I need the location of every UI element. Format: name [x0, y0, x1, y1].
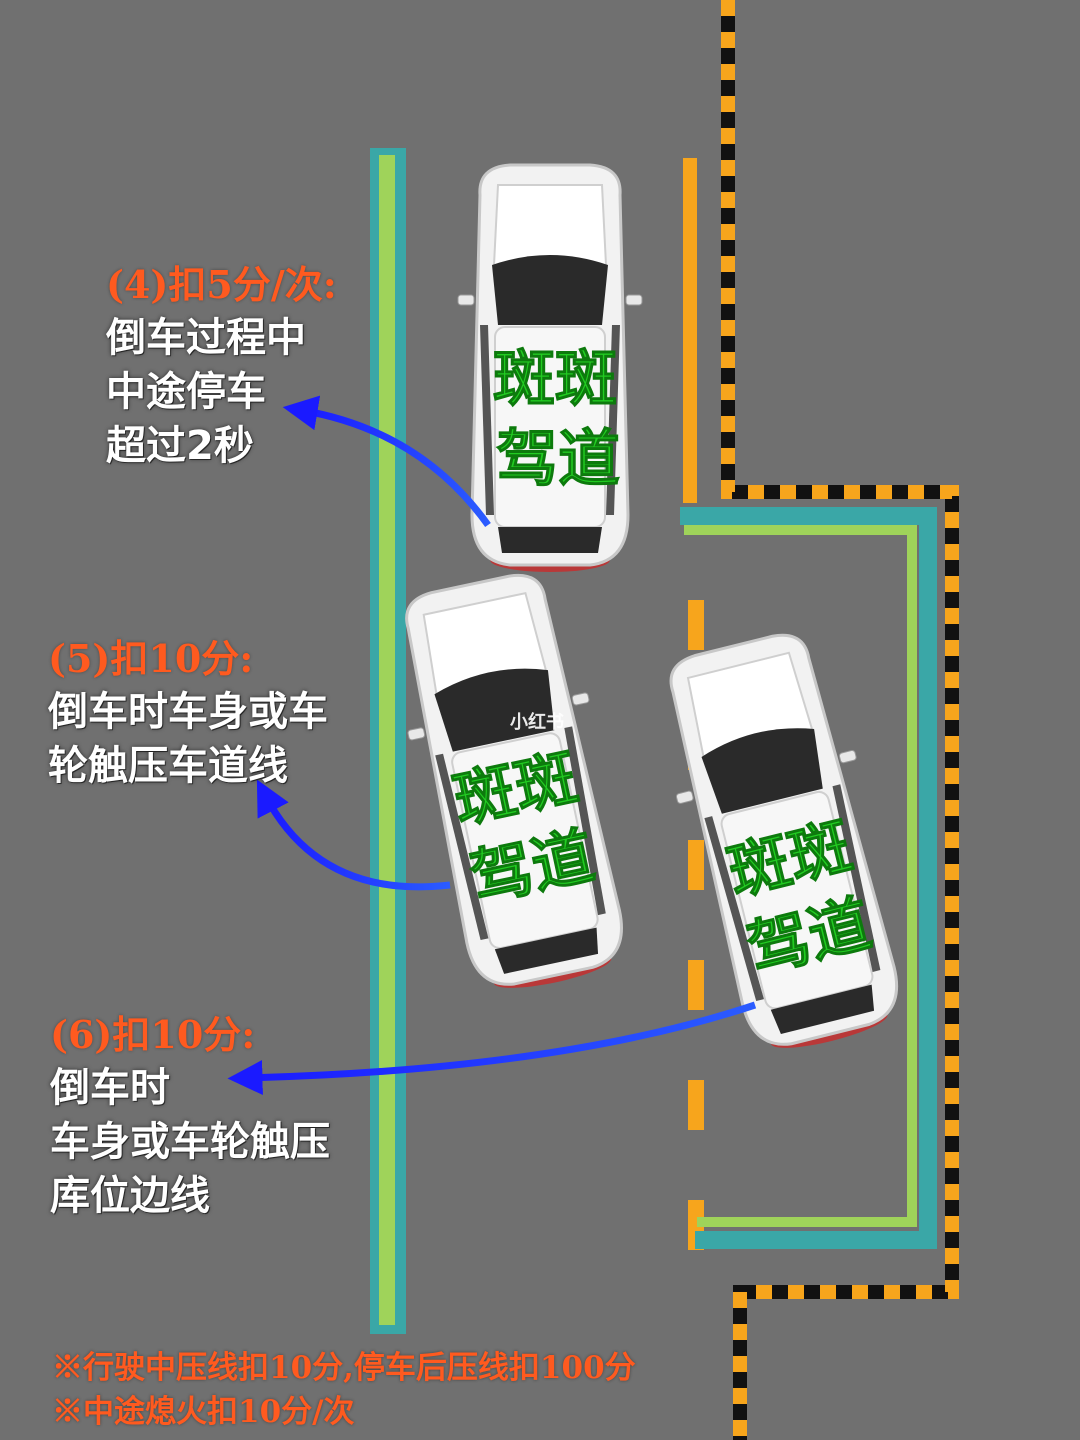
rule-4-line-2: 中途停车 [106, 369, 266, 415]
rule-4-label: (4)扣5分/次: 倒车过程中 中途停车 超过2秒 [106, 266, 337, 469]
rule-4-line-1: 倒车过程中 [106, 315, 306, 361]
outer-dashed-boundary [721, 0, 959, 1440]
rule-6-line-1: 倒车时 [50, 1065, 170, 1111]
rule-6-label: (6)扣10分: 倒车时 车身或车轮触压 库位边线 [50, 1016, 330, 1219]
rule-5-label: (5)扣10分: 倒车时车身或车 轮触压车道线 [48, 640, 328, 789]
note-line-1: ※行驶中压线扣10分,停车后压线扣100分 [52, 1350, 636, 1386]
arrow-rule-5 [256, 779, 451, 891]
lane-line-green-left [379, 155, 395, 1325]
arrow-rule-4 [282, 395, 491, 528]
rule-5-line-2: 轮触压车道线 [48, 743, 288, 789]
rule-6-heading: (6)扣10分: [50, 1012, 256, 1057]
car-top-text-2: 驾道 [496, 422, 620, 495]
rule-5-line-1: 倒车时车身或车 [48, 689, 328, 735]
orange-solid-line [683, 158, 697, 503]
rule-4-line-3: 超过2秒 [106, 423, 254, 469]
watermark: 小红书 [510, 712, 564, 733]
rule-4-heading: (4)扣5分/次: [106, 262, 337, 307]
rule-5-heading: (5)扣10分: [48, 636, 254, 681]
car-top-text-1: 斑斑 [493, 342, 617, 415]
note-line-2: ※中途熄火扣10分/次 [52, 1394, 355, 1430]
arrow-rule-6 [227, 1001, 757, 1096]
parking-bay [680, 507, 937, 1249]
rule-6-line-3: 库位边线 [50, 1173, 210, 1219]
rule-6-line-2: 车身或车轮触压 [50, 1119, 330, 1165]
